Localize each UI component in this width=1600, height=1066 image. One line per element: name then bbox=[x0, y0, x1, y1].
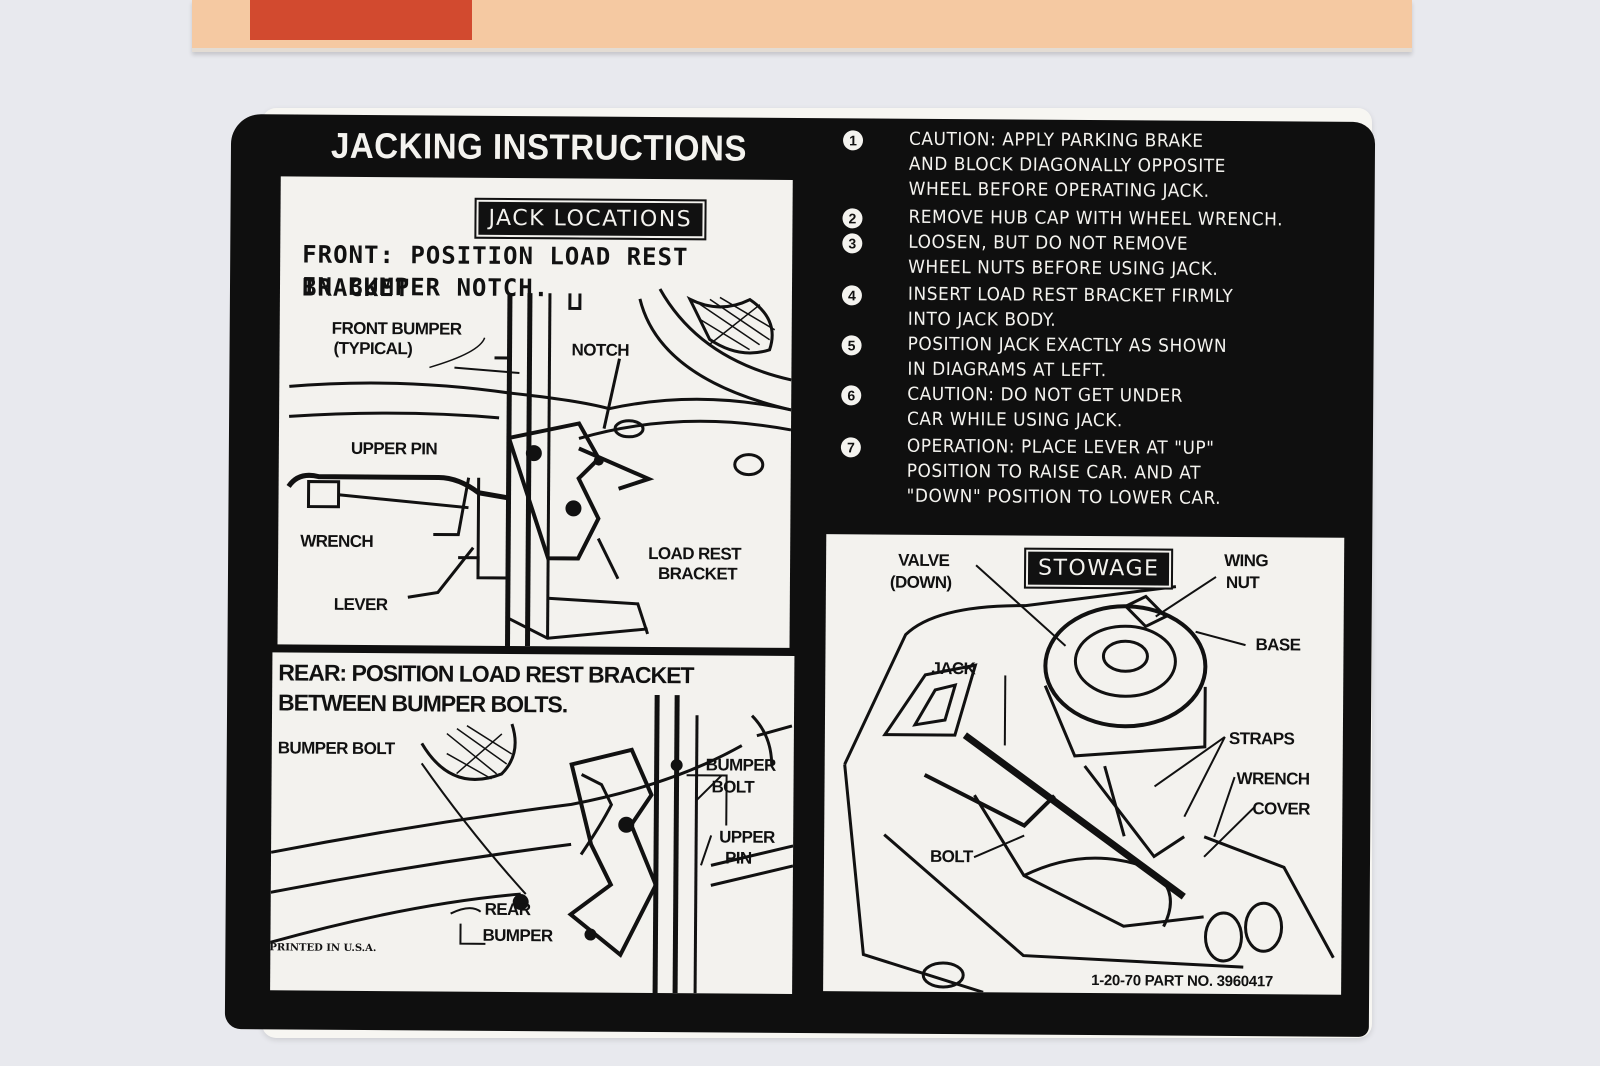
cover-label: COVER bbox=[1252, 799, 1310, 819]
step-1: 1 CAUTION: APPLY PARKING BRAKE AND BLOCK… bbox=[842, 126, 1363, 202]
stowage-tag: STOWAGE bbox=[1023, 547, 1174, 590]
step-2-text: REMOVE HUB CAP WITH WHEEL WRENCH. bbox=[908, 206, 1284, 231]
step-7-number: 7 bbox=[840, 437, 861, 458]
front-jack-drawing bbox=[286, 288, 792, 647]
instruction-steps: 1 CAUTION: APPLY PARKING BRAKE AND BLOCK… bbox=[840, 126, 1363, 509]
jack-locations-tag: JACK LOCATIONS bbox=[474, 197, 707, 241]
step-1-number: 1 bbox=[842, 130, 864, 151]
bolt-label: BOLT bbox=[929, 846, 973, 867]
front-bumper-typical-label: (TYPICAL) bbox=[333, 338, 413, 359]
rear-bumper-label: REAR bbox=[484, 899, 531, 920]
valve-down-label: (DOWN) bbox=[889, 572, 952, 593]
step-5-text: POSITION JACK EXACTLY AS SHOWN IN DIAGRA… bbox=[907, 333, 1228, 382]
rear-bumper-bolt-right-label: BUMPER bbox=[705, 755, 776, 775]
stow-wrench-label: WRENCH bbox=[1236, 769, 1310, 789]
step-3-number: 3 bbox=[842, 233, 863, 254]
rear-bumper-label2: BUMPER bbox=[482, 925, 553, 946]
step-2: 2 REMOVE HUB CAP WITH WHEEL WRENCH. bbox=[842, 204, 1363, 230]
step-5-number: 5 bbox=[841, 335, 862, 356]
book-red-stripe bbox=[250, 0, 472, 40]
lever-label: LEVER bbox=[333, 594, 388, 615]
step-4-text: INSERT LOAD REST BRACKET FIRMLY INTO JAC… bbox=[907, 283, 1234, 331]
load-rest-bracket-label: BRACKET bbox=[657, 564, 737, 584]
wing-label: WING bbox=[1224, 550, 1269, 571]
wing-nut-label: NUT bbox=[1225, 572, 1260, 593]
upper-pin-label: UPPER PIN bbox=[350, 438, 438, 459]
step-7: 7 OPERATION: PLACE LEVER AT "UP" POSITIO… bbox=[840, 433, 1361, 509]
front-bumper-label: FRONT BUMPER bbox=[331, 318, 462, 339]
rear-upper-pin-label: UPPER bbox=[719, 827, 775, 847]
stowage-panel: STOWAGE VALVE (DOWN) WING NUT BASE JACK … bbox=[823, 534, 1345, 995]
base-label: BASE bbox=[1255, 635, 1301, 655]
step-2-number: 2 bbox=[842, 208, 863, 229]
rear-jack-drawing bbox=[270, 694, 794, 994]
step-7-text: OPERATION: PLACE LEVER AT "UP" POSITION … bbox=[906, 435, 1222, 509]
jacking-instructions-decal: JACKING INSTRUCTIONS bbox=[224, 114, 1376, 1037]
printed-in-usa: PRINTED IN U.S.A. bbox=[269, 942, 377, 955]
straps-label: STRAPS bbox=[1228, 728, 1295, 749]
rear-bumper-bolt-left-label: BUMPER BOLT bbox=[277, 738, 395, 759]
decal-title: JACKING INSTRUCTIONS bbox=[330, 124, 747, 169]
step-3-text: LOOSEN, BUT DO NOT REMOVE WHEEL NUTS BEF… bbox=[908, 231, 1219, 280]
step-1-text: CAUTION: APPLY PARKING BRAKE AND BLOCK D… bbox=[908, 128, 1227, 202]
part-number: 1-20-70 PART NO. 3960417 bbox=[1091, 972, 1274, 991]
front-jack-panel: JACK LOCATIONS FRONT: POSITION LOAD REST… bbox=[277, 176, 793, 648]
rear-bumper-bolt-right-label2: BOLT bbox=[711, 777, 755, 797]
rear-jack-panel: REAR: POSITION LOAD REST BRACKET BETWEEN… bbox=[270, 652, 795, 994]
front-heading-line2: IN BUMPER NOTCH. bbox=[301, 272, 550, 303]
notch-label: NOTCH bbox=[571, 340, 630, 360]
book-edge bbox=[192, 0, 1412, 52]
valve-label: VALVE bbox=[898, 550, 950, 571]
rear-heading-line2: BETWEEN BUMPER BOLTS. bbox=[278, 689, 568, 718]
step-6-number: 6 bbox=[841, 385, 862, 406]
wrench-label: WRENCH bbox=[300, 531, 374, 552]
stowage-drawing bbox=[843, 564, 1335, 994]
step-4: 4 INSERT LOAD REST BRACKET FIRMLY INTO J… bbox=[841, 281, 1362, 331]
step-4-number: 4 bbox=[841, 285, 863, 306]
stow-jack-label: JACK bbox=[931, 658, 976, 679]
load-rest-label: LOAD REST bbox=[648, 543, 742, 564]
rear-upper-pin-label2: PIN bbox=[724, 848, 752, 868]
step-6-text: CAUTION: DO NOT GET UNDER CAR WHILE USIN… bbox=[907, 383, 1184, 432]
